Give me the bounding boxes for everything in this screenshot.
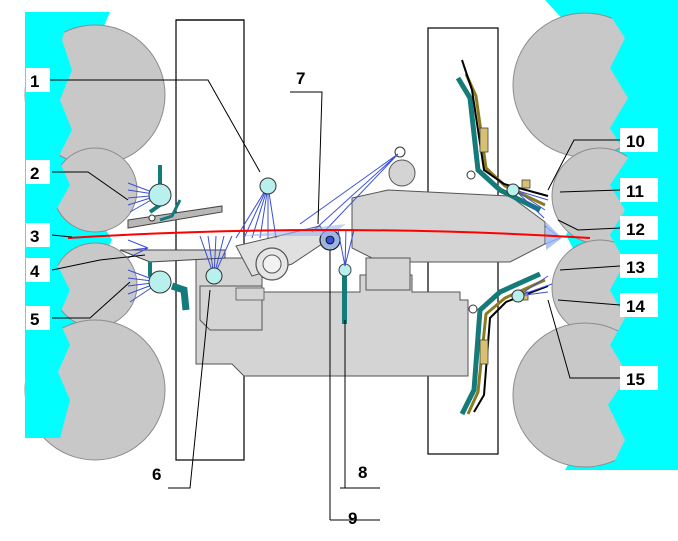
leader-8 [340, 320, 380, 489]
leader-12 [557, 219, 621, 231]
callout-8-label: 8 [358, 463, 367, 482]
callout-10: 10 [620, 128, 658, 152]
leader-1 [50, 79, 261, 173]
stand-pipe [342, 272, 347, 324]
leader-2 [52, 171, 129, 201]
callout-4: 4 [26, 258, 50, 282]
leader-10 [547, 139, 620, 191]
nozzle-14 [511, 289, 525, 303]
callout-6-label: 6 [152, 465, 161, 484]
left-frame-column [175, 19, 245, 461]
callout-15: 15 [620, 366, 658, 390]
callout-12: 12 [620, 216, 658, 240]
callout-10-label: 10 [626, 132, 645, 151]
spray-fan-nozzle-6 [199, 235, 233, 277]
nozzle-1 [259, 177, 277, 195]
spray-fan-nozzle-1 [235, 185, 277, 239]
nozzle-6 [205, 267, 223, 285]
central-frame-body [195, 146, 546, 377]
callout-13-label: 13 [626, 258, 645, 277]
callout-7-label: 7 [296, 69, 305, 88]
callout-11-label: 11 [626, 182, 644, 201]
nozzle-5 [148, 270, 172, 294]
spray-fan-nozzle-7 [299, 153, 399, 237]
callout-12-label: 12 [626, 220, 645, 239]
callout-4-label: 4 [30, 262, 40, 281]
nozzle-2 [148, 183, 172, 207]
callout-2-label: 2 [30, 164, 39, 183]
spray-fan-nozzle-8 [337, 229, 355, 267]
leader-7 [290, 91, 323, 225]
spray-fan-nozzle-lower-left [127, 239, 161, 303]
paper-web-line [67, 229, 591, 239]
upper-block [365, 257, 411, 291]
leader-6 [168, 289, 211, 489]
leader-13 [559, 265, 621, 271]
callout-labels: 1 2 3 4 5 6 7 8 9 10 [26, 68, 658, 528]
callout-13: 13 [620, 254, 658, 278]
callout-9-label: 9 [348, 509, 357, 528]
callout-2: 2 [26, 160, 50, 184]
nozzle-11 [506, 183, 520, 197]
callout-8: 8 [358, 463, 367, 482]
weight-roll [388, 159, 416, 187]
callout-5: 5 [26, 306, 50, 330]
callout-1-label: 1 [30, 72, 39, 91]
callout-9: 9 [348, 509, 357, 528]
callout-7: 7 [296, 69, 305, 88]
callout-6: 6 [152, 465, 161, 484]
leader-3 [51, 234, 73, 238]
leader-5 [52, 281, 131, 319]
leader-4 [51, 254, 146, 271]
leader-15 [547, 299, 620, 379]
spray-fan-nozzle-upper-left [127, 182, 161, 213]
spray-fans [127, 153, 561, 303]
callout-14: 14 [620, 293, 658, 317]
nozzle-pipe-upper [466, 170, 476, 180]
nozzle-pipe-lower [468, 304, 478, 314]
leader-11 [559, 189, 621, 193]
callout-11: 11 [620, 178, 658, 202]
callout-1: 1 [26, 68, 50, 92]
leader-14 [557, 299, 621, 306]
leader-lines [50, 79, 621, 521]
left-doctor-blade [119, 205, 226, 263]
callout-3: 3 [26, 223, 50, 247]
callout-15-label: 15 [626, 370, 645, 389]
callout-3-label: 3 [30, 227, 39, 246]
callout-5-label: 5 [30, 310, 39, 329]
leader-9 [329, 250, 380, 521]
callout-14-label: 14 [626, 297, 645, 316]
nozzle-small-left [148, 214, 156, 222]
spray-nozzles [148, 170, 525, 314]
